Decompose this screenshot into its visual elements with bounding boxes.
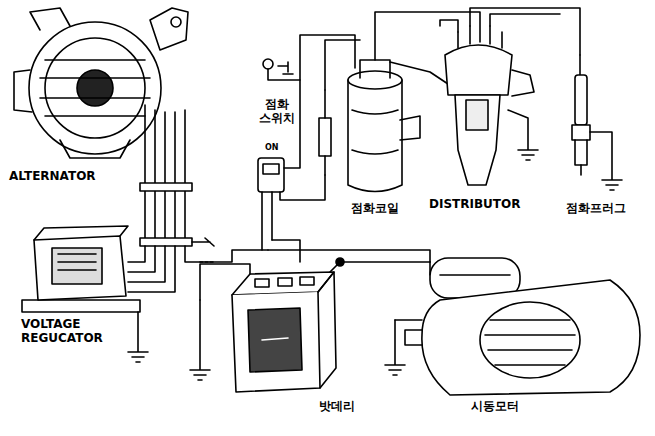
spark-plug-drawing: [572, 55, 622, 190]
switch-label: 점화 스위치: [256, 98, 298, 126]
distributor-drawing: [440, 8, 580, 185]
part-name: VOLTAGE REGUCATOR: [20, 318, 132, 346]
part-name: 점화코일: [350, 202, 400, 216]
battery-drawing: [190, 258, 430, 392]
part-name: DISTRIBUTOR: [428, 198, 521, 212]
part-name: ALTERNATOR: [8, 170, 97, 184]
part-name: 밧데리: [318, 400, 356, 414]
ignition-switch-drawing: [258, 35, 430, 262]
starter-motor-drawing: [385, 258, 640, 395]
part-name: 점화프러그: [565, 202, 627, 216]
part-name: 시동모터: [470, 400, 520, 414]
alternator-drawing: [14, 8, 188, 158]
switch-position: ON: [264, 143, 280, 152]
